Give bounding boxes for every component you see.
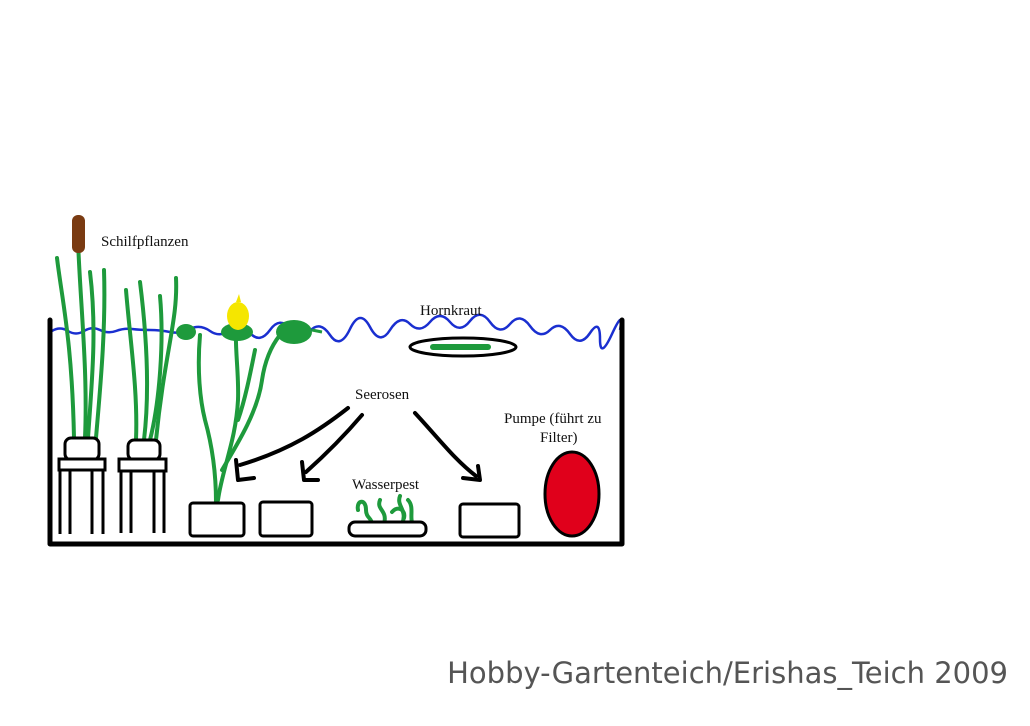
reed-plant-right [124,276,179,442]
lily-pad-left [176,324,196,340]
waterweed-tray [347,520,428,538]
label-pump-line1: Pumpe (führt zu [504,411,602,427]
lily-pad-right [276,320,312,344]
label-water-lilies: Seerosen [355,387,410,403]
reed-plant-left [55,215,107,440]
water-lily-plant [176,294,323,504]
label-reeds: Schilfpflanzen [101,234,189,250]
watermark-caption: Hobby-Gartenteich/Erishas_Teich 2009 [447,656,1008,690]
label-pump-line2: Filter) [540,430,578,446]
label-hornwort: Hornkraut [420,303,482,319]
lily-pot [188,501,246,538]
arrow-to-center-pot [300,413,364,482]
water-surface-line [51,313,623,350]
planting-pot-center [258,500,314,538]
label-waterweed: Wasserpest [352,477,420,493]
pond-basin [47,317,625,547]
reed-pot-right [117,438,168,533]
waterweed-plant [355,494,414,526]
arrow-to-lily-pot [234,406,350,482]
arrow-to-right-pot [413,411,482,482]
planting-pot-right [458,502,521,539]
pump [543,450,601,538]
reed-pot-left [57,436,107,534]
cattail-head [72,215,85,253]
lily-flower [227,302,249,330]
